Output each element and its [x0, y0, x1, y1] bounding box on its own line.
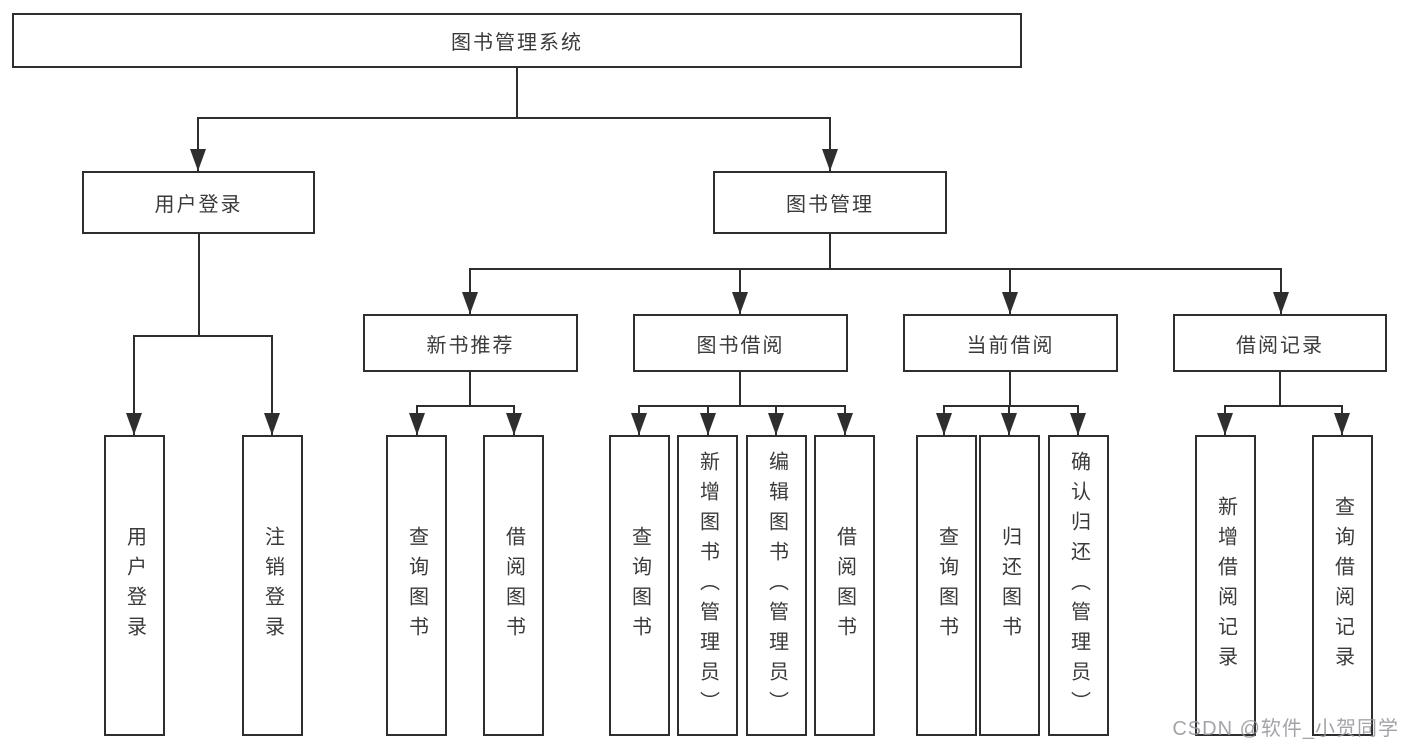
node-book-borrowing: 图书借阅	[633, 314, 848, 372]
node-label-borrowing-records: 借阅记录	[1236, 334, 1324, 357]
node-label-leaf-confirm-return: 确认归还（管理员）	[1067, 450, 1090, 721]
arrow-down-icon	[836, 413, 853, 435]
node-label-leaf-add-book: 新增图书（管理员）	[696, 450, 719, 721]
connector-line-from-borrowing-records	[1223, 404, 1344, 408]
node-label-new-book-recommend: 新书推荐	[426, 334, 515, 357]
connector-line-from-user-login	[197, 234, 201, 336]
node-leaf-add-book: 新增图书（管理员）	[677, 435, 738, 736]
connector-line-from-current-borrowing	[1008, 372, 1012, 406]
connector-line-from-book-management	[1279, 269, 1283, 314]
node-label-leaf-edit-book: 编辑图书（管理员）	[765, 450, 788, 721]
connector-line-from-book-management	[828, 234, 832, 269]
node-leaf-borrow-book-rec: 借阅图书	[483, 435, 544, 736]
node-book-management: 图书管理	[713, 171, 947, 234]
arrow-down-icon	[1000, 413, 1017, 435]
connector-line-from-new-book-recommend	[415, 404, 516, 408]
arrow-down-icon	[505, 413, 522, 435]
node-leaf-query-book-borrow: 查询图书	[609, 435, 670, 736]
node-label-root: 图书管理系统	[451, 32, 583, 54]
arrow-down-icon	[699, 413, 716, 435]
arrow-down-icon	[263, 413, 280, 435]
node-leaf-query-book-current: 查询图书	[916, 435, 977, 736]
connector-line-from-root	[196, 118, 200, 171]
connector-line-from-user-login	[132, 336, 136, 435]
node-label-leaf-return-book: 归还图书	[998, 525, 1021, 646]
connector-line-from-book-borrowing	[637, 404, 847, 408]
connector-line-from-current-borrowing	[942, 404, 1080, 408]
connector-line-from-borrowing-records	[1278, 372, 1282, 406]
connector-line-from-book-management	[468, 267, 1283, 271]
node-borrowing-records: 借阅记录	[1173, 314, 1387, 372]
connector-line-from-new-book-recommend	[468, 372, 472, 406]
node-leaf-confirm-return: 确认归还（管理员）	[1048, 435, 1109, 736]
arrow-down-icon	[125, 413, 142, 435]
connector-line-from-book-management	[1008, 269, 1012, 314]
node-leaf-user-login: 用户登录	[104, 435, 165, 736]
node-label-current-borrowing: 当前借阅	[966, 334, 1055, 357]
node-label-leaf-add-borrow-record: 新增借阅记录	[1214, 495, 1237, 676]
node-label-book-management: 图书管理	[786, 194, 874, 216]
csdn-watermark: CSDN @软件_小贺同学	[1172, 718, 1399, 740]
node-current-borrowing: 当前借阅	[903, 314, 1118, 372]
connector-line-from-book-management	[468, 269, 472, 314]
arrow-down-icon	[630, 413, 647, 435]
node-label-leaf-query-borrow-record: 查询借阅记录	[1331, 495, 1354, 676]
node-label-leaf-borrow-book-rec: 借阅图书	[502, 525, 525, 646]
node-new-book-recommend: 新书推荐	[363, 314, 578, 372]
arrow-down-icon	[408, 413, 425, 435]
node-leaf-return-book: 归还图书	[979, 435, 1040, 736]
node-label-book-borrowing: 图书借阅	[696, 334, 785, 357]
arrow-down-icon	[767, 413, 784, 435]
arrow-down-icon	[1069, 413, 1086, 435]
connector-line-from-book-management	[738, 269, 742, 314]
connector-line-from-root	[196, 116, 832, 120]
node-leaf-query-borrow-record: 查询借阅记录	[1312, 435, 1373, 736]
node-leaf-logout: 注销登录	[242, 435, 303, 736]
connector-line-from-user-login	[132, 334, 274, 338]
node-label-leaf-query-book-current: 查询图书	[935, 525, 958, 646]
node-label-leaf-query-book-rec: 查询图书	[405, 525, 428, 646]
arrow-down-icon	[1272, 292, 1289, 314]
arrow-down-icon	[821, 149, 838, 171]
connector-line-from-root	[828, 118, 832, 171]
node-label-user-login: 用户登录	[154, 194, 243, 216]
arrow-down-icon	[1001, 292, 1018, 314]
node-leaf-borrow-book: 借阅图书	[814, 435, 875, 736]
node-leaf-edit-book: 编辑图书（管理员）	[746, 435, 807, 736]
arrow-down-icon	[461, 292, 478, 314]
arrow-down-icon	[1333, 413, 1350, 435]
node-root: 图书管理系统	[12, 13, 1022, 68]
arrow-down-icon	[1216, 413, 1233, 435]
arrow-down-icon	[731, 292, 748, 314]
arrow-down-icon	[935, 413, 952, 435]
node-leaf-query-book-rec: 查询图书	[386, 435, 447, 736]
node-user-login: 用户登录	[82, 171, 315, 234]
node-label-leaf-query-book-borrow: 查询图书	[628, 525, 651, 646]
node-label-leaf-logout: 注销登录	[261, 525, 284, 646]
node-label-leaf-user-login: 用户登录	[123, 525, 146, 646]
connector-line-from-book-borrowing	[738, 372, 742, 406]
connector-line-from-root	[515, 68, 519, 118]
connector-line-from-user-login	[270, 336, 274, 435]
node-leaf-add-borrow-record: 新增借阅记录	[1195, 435, 1256, 736]
node-label-leaf-borrow-book: 借阅图书	[833, 525, 856, 646]
arrow-down-icon	[189, 149, 206, 171]
